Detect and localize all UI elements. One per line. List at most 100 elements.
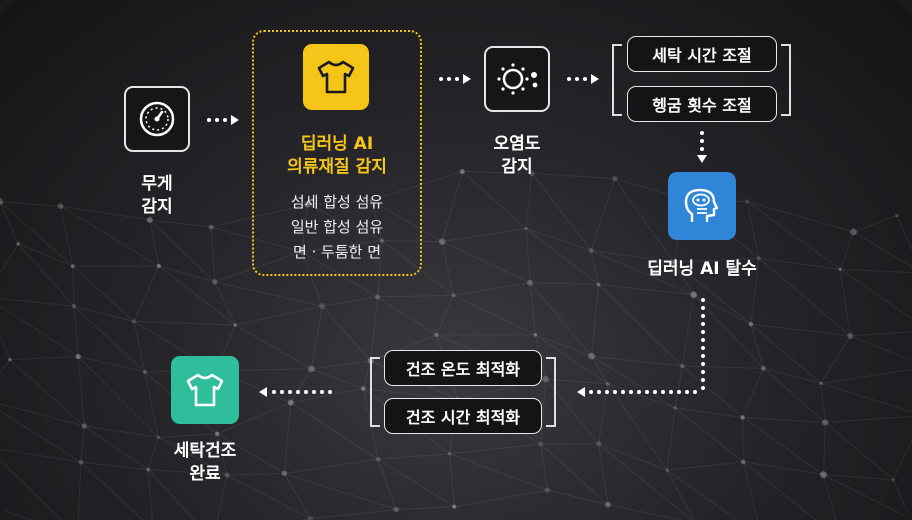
done-label: 세탁건조 완료 (160, 440, 250, 486)
network-line (214, 281, 236, 326)
network-node (740, 459, 746, 465)
network-node (538, 441, 544, 447)
network-node (298, 248, 305, 255)
network-line (598, 443, 693, 520)
network-node (744, 199, 750, 204)
network-line (158, 265, 236, 326)
network-line (822, 422, 826, 475)
network-node (448, 452, 452, 456)
network-node (820, 471, 827, 479)
network-line (681, 294, 695, 367)
network-line (750, 323, 851, 337)
network-line (742, 368, 764, 418)
dirt-particles-icon (497, 63, 538, 95)
network-line (73, 305, 135, 322)
network-line (0, 509, 33, 520)
network-line (750, 323, 764, 369)
network-line (60, 205, 150, 221)
network-line (235, 305, 323, 326)
network-line (0, 305, 79, 357)
network-line (839, 268, 912, 320)
network-node (71, 303, 77, 309)
network-line (322, 296, 378, 307)
network-node (588, 352, 596, 360)
network-line (525, 173, 533, 229)
network-line (850, 331, 912, 337)
network-node (895, 214, 899, 218)
network-node (146, 467, 151, 472)
network-line (449, 453, 548, 491)
network-line (850, 335, 912, 362)
network-line (453, 282, 531, 296)
network-node (434, 332, 439, 337)
network-line (396, 506, 455, 511)
network-node (596, 282, 601, 287)
network-line (823, 474, 894, 481)
network-node (838, 267, 842, 271)
ai-head-icon (684, 188, 719, 222)
network-node (142, 369, 147, 375)
network-line (454, 489, 548, 508)
network-node (212, 279, 218, 285)
network-node (281, 470, 288, 477)
network-line (310, 306, 323, 369)
network-line (311, 368, 364, 389)
network-node (907, 515, 912, 520)
dry-temp-optimize-pill: 건조 온도 최적화 (384, 350, 542, 386)
network-line (147, 437, 159, 470)
network-line (449, 443, 541, 455)
network-line (441, 241, 455, 296)
network-line (377, 296, 437, 336)
network-line (746, 200, 854, 233)
network-line (598, 443, 609, 505)
network-line (590, 249, 694, 296)
network-line (529, 282, 592, 357)
network-line (0, 459, 63, 520)
network-line (18, 243, 73, 267)
tshirt-icon (186, 373, 224, 407)
network-line (77, 356, 85, 427)
network-line (896, 215, 912, 251)
network-line (823, 474, 910, 519)
network-line (667, 461, 744, 471)
network-node (75, 353, 81, 360)
network-node (369, 198, 373, 202)
network-line (820, 335, 851, 384)
network-line (853, 231, 912, 268)
network-line (149, 219, 212, 228)
network-node (8, 357, 12, 362)
network-line (675, 407, 743, 418)
soil-label-line2: 감지 (501, 157, 533, 177)
network-line (590, 178, 616, 251)
network-node (524, 226, 528, 231)
network-line (535, 334, 592, 357)
done-label-line1: 세탁건조 (173, 441, 237, 461)
network-line (290, 388, 364, 404)
network-line (290, 402, 379, 460)
network-line (666, 469, 738, 520)
network-line (614, 178, 674, 263)
network-line (17, 243, 75, 307)
arrow-adjust-to-spin (697, 131, 707, 163)
network-line (211, 226, 302, 253)
network-line (746, 201, 841, 270)
network-node (542, 375, 550, 383)
network-line (535, 334, 609, 385)
network-line (892, 479, 911, 519)
network-node (612, 175, 618, 182)
network-line (0, 243, 19, 275)
network-node (0, 198, 4, 206)
network-line (60, 205, 160, 267)
network-line (742, 416, 826, 423)
network-line (763, 367, 826, 423)
network-node (595, 440, 602, 447)
network-line (820, 382, 912, 413)
network-line (591, 249, 674, 263)
network-line (84, 425, 149, 470)
network-node (379, 238, 385, 243)
network-line (0, 201, 19, 245)
network-node (680, 363, 685, 369)
network-node (156, 435, 161, 439)
network-line (598, 284, 694, 296)
